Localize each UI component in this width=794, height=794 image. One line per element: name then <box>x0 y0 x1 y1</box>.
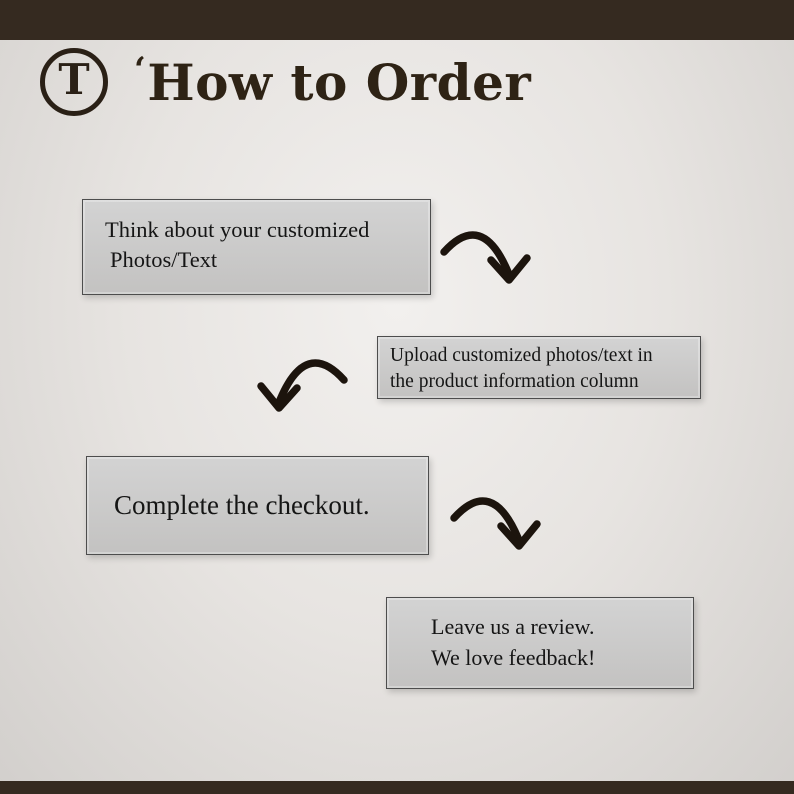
bottom-frame-bar <box>0 781 794 794</box>
step-1-text-line-2: Photos/Text <box>110 247 218 272</box>
step-2-text-line-2: the product information column <box>390 371 639 392</box>
title-flourish-mark: ʻ <box>134 49 147 90</box>
top-frame-bar <box>0 0 794 40</box>
curved-arrow-down-right-icon <box>440 231 531 284</box>
step-box-1: Think about your customized Photos/Text <box>82 199 431 295</box>
step-box-4: Leave us a review. We love feedback! <box>386 597 694 689</box>
step-box-2: Upload customized photos/text in the pro… <box>377 336 701 399</box>
curved-arrow-down-right-icon <box>450 497 541 550</box>
step-box-3: Complete the checkout. <box>86 456 429 555</box>
step-4-text-line-1: Leave us a review. <box>431 614 595 639</box>
brand-logo-letter: T <box>58 55 90 104</box>
step-1-text-line-1: Think about your customized <box>105 217 370 242</box>
curved-arrow-down-left-icon <box>257 359 348 412</box>
header: T ʻHow to Order <box>40 48 531 116</box>
step-2-text-line-1: Upload customized photos/text in <box>390 345 653 366</box>
step-4-text-line-2: We love feedback! <box>431 645 596 670</box>
page-title-text: How to Order <box>147 52 532 112</box>
step-3-text-line-1: Complete the checkout. <box>114 490 370 520</box>
brand-logo: T <box>40 48 108 116</box>
page-title: ʻHow to Order <box>134 53 531 112</box>
